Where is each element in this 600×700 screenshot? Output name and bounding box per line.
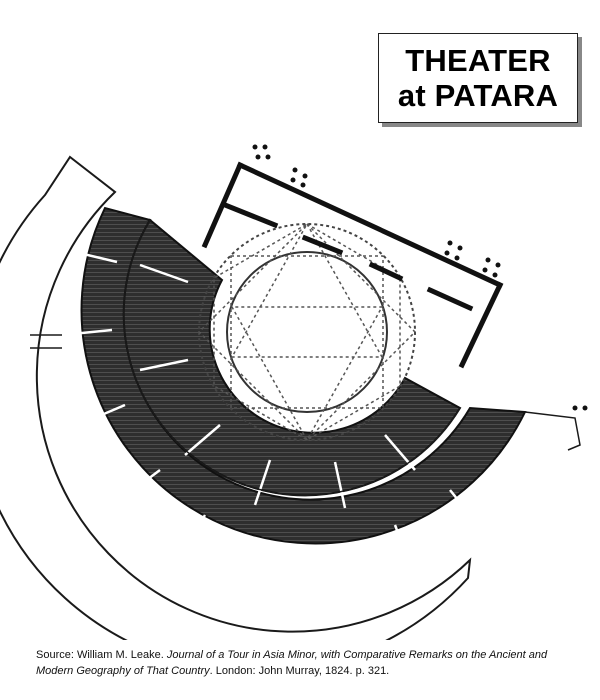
- orchestra-inner-circle: [226, 251, 388, 413]
- title-box: THEATER at PATARA: [378, 33, 578, 123]
- orchestra-geometric-construction: [197, 222, 417, 442]
- caption-publication: . London: John Murray, 1824. p. 321.: [209, 664, 390, 677]
- outer-wall: [0, 155, 472, 640]
- title-line-2: at PATARA: [397, 78, 559, 113]
- stage-building-walls: [201, 161, 504, 369]
- caption-source-prefix: Source: William M. Leake.: [36, 649, 167, 661]
- column-bases: [252, 144, 588, 411]
- theater-plan-diagram: [0, 144, 588, 640]
- annex-walls: [30, 334, 581, 451]
- source-caption: Source: William M. Leake. Journal of a T…: [36, 648, 576, 679]
- title-line-1: THEATER: [405, 43, 551, 78]
- radial-stairways: [61, 250, 479, 592]
- diazoma-walkway: [122, 219, 461, 496]
- caption-book-title: Journal of a Tour in Asia Minor, with Co…: [36, 649, 548, 677]
